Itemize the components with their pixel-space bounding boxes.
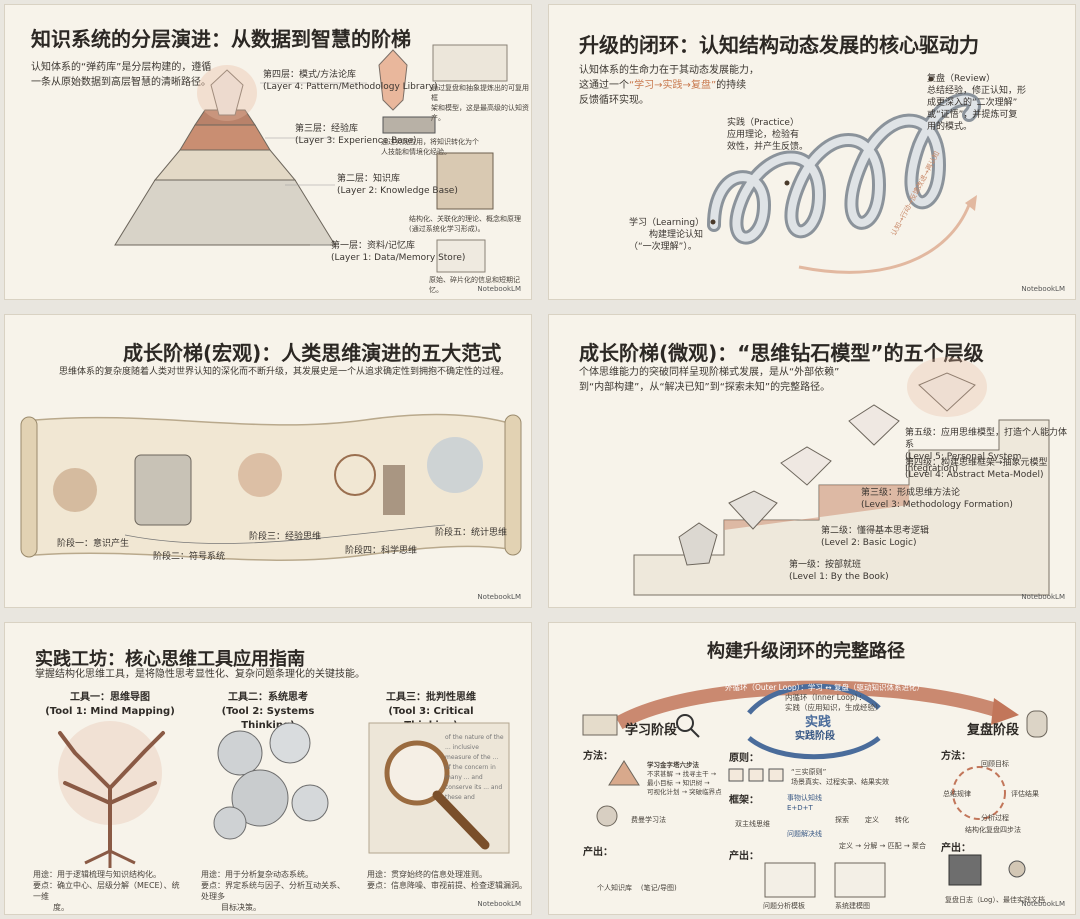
slide-subtitle: 个体思维能力的突破同样呈现阶梯式发展，是从“外部依赖” 到“内部构建”，从“解决… — [579, 367, 840, 393]
slide-title: 成长阶梯(微观)：“思维钻石模型”的五个层级 — [579, 341, 984, 365]
watermark: NotebookLM — [477, 593, 521, 601]
review-output: 复盘日志（Log）、最佳实践文档 — [945, 896, 1046, 904]
layer-4-label: 第四层：模式/方法论库 (Layer 4: Pattern/Methodolog… — [263, 70, 438, 92]
pyramid-illustration — [114, 44, 508, 273]
stage-1: 阶段一：意识产生 — [57, 539, 130, 549]
watermark: NotebookLM — [477, 285, 521, 293]
slide-title: 升级的闭环：认知结构动态发展的核心驱动力 — [579, 33, 979, 57]
explore-label: 探索 — [835, 816, 849, 824]
level-4: 第四级：构建思维框架→抽象元模型 (Level 4: Abstract Meta… — [905, 458, 1048, 480]
stairs-illustration — [633, 357, 1050, 596]
learn-method-label: 方法： — [583, 751, 613, 762]
spiral-illustration — [707, 76, 981, 274]
tool-2-title: 工具二：系统思考 (Tool 2: Systems Thinking) — [221, 692, 315, 731]
review-stage: 复盘阶段 — [967, 723, 1020, 738]
slide-knowledge-layers: 知识系统的分层演进：从数据到智慧的阶梯 认知体系的“弹药库”是分层构建的，遵循 … — [4, 4, 532, 300]
practice-big: 实践 — [805, 715, 832, 730]
stage-3: 阶段三：经验思维 — [249, 532, 322, 542]
tool-1-title: 工具一：思维导图 (Tool 1: Mind Mapping) — [45, 692, 175, 717]
review-output-label: 产出： — [941, 843, 971, 854]
principle-label: 原则： — [729, 753, 759, 764]
paper-text: of the nature of the ... inclusive measu… — [445, 734, 504, 801]
define-label: 定义 — [865, 816, 879, 824]
scroll-illustration — [20, 413, 522, 561]
feynman-label: 费曼学习法 — [631, 816, 666, 824]
layer-1-label: 第一层：资料/记忆库 (Layer 1: Data/Memory Store) — [331, 241, 466, 263]
review-summary: 总结规律 — [943, 790, 971, 798]
learn-output: 个人知识库 (笔记/导图) — [597, 884, 677, 892]
practice-output-label: 产出： — [729, 851, 759, 862]
slide-title: 构建升级闭环的完整路径 — [707, 641, 905, 662]
dual-line: 双主线思维 — [735, 820, 770, 828]
review-four-steps: 结构化复盘四步法 — [965, 826, 1021, 834]
slide-thinking-tools: 实践工坊：核心思维工具应用指南 掌握结构化思维工具，是将隐性思考显性化、复杂问题… — [4, 622, 532, 915]
watermark: NotebookLM — [1021, 900, 1065, 908]
level-3: 第三级：形成思维方法论 (Level 3: Methodology Format… — [861, 488, 1013, 510]
tool-3-desc: 用途：贯穿始终的信息处理准则。 要点：信息降噪、审视前提、检查逻辑漏洞。 — [367, 870, 527, 890]
layer-4-desc: 通过复盘和抽象提炼出的可复用框 架和模型，这是最高级的认知资产。 — [431, 84, 529, 122]
level-1: 第一级：按部就班 (Level 1: By the Book) — [789, 560, 889, 582]
slide-macro-growth: 成长阶梯(宏观)：人类思维演进的五大范式 思维体系的复杂度随着人类对世界认知的深… — [4, 314, 532, 608]
slide-upgrade-loop: 升级的闭环：认知结构动态发展的核心驱动力 认知体系的生命力在于其动态发展能力， … — [548, 4, 1076, 300]
slide-title: 成长阶梯(宏观)：人类思维演进的五大范式 — [123, 341, 502, 365]
review-analyze: 分析过程 — [981, 814, 1009, 822]
tools-illustration — [58, 721, 510, 868]
watermark: NotebookLM — [477, 900, 521, 908]
review-text: 复盘（Review） 总结经验，修正认知，形 成更深入的“二次理解” 或“证悟”… — [927, 74, 1027, 132]
stage-4: 阶段四：科学思维 — [345, 546, 418, 556]
learn-output-label: 产出： — [583, 847, 613, 858]
practice-output-1: 问题分析模板 — [763, 902, 805, 910]
practice-output-2: 系统建模图 — [835, 902, 870, 910]
path-illustration — [582, 680, 1048, 898]
watermark: NotebookLM — [1021, 593, 1065, 601]
tool-2-desc: 用途：用于分析复杂动态系统。 要点：界定系统与因子、分析互动关系、处理多 目标决… — [201, 870, 345, 912]
slide-title: 实践工坊：核心思维工具应用指南 — [35, 649, 305, 670]
learn-method-text: 学习金字塔六步法 不求甚解 → 找寻主干 → 最小目标 → 知识树 → 可视化计… — [647, 761, 722, 796]
layer-2-label: 第二层：知识库 (Layer 2: Knowledge Base) — [337, 174, 458, 196]
practice-text: 实践（Practice） 应用理论，检验有 效性，并产生反馈。 — [727, 118, 809, 152]
problem-flow: 定义 → 分解 → 匹配 → 聚合 — [839, 842, 926, 850]
review-goal: 回顾目标 — [981, 760, 1009, 768]
slide-subtitle: 认知体系的生命力在于其动态发展能力， 这通过一个“学习→实践→复盘”的持续 反馈… — [579, 65, 759, 106]
layer-2-desc: 结构化、关联化的理论、概念和原理 (通过系统化学习形成)。 — [409, 215, 521, 233]
slide-micro-growth: 成长阶梯(微观)：“思维钻石模型”的五个层级 个体思维能力的突破同样呈现阶梯式发… — [548, 314, 1076, 608]
layer-1-desc: 原始、碎片化的信息和短期记忆。 — [429, 276, 520, 294]
practice-stage: 实践阶段 — [795, 731, 835, 742]
tool-1-desc: 用途：用于逻辑梳理与知识结构化。 要点：确立中心、层级分解（MECE）、统一维 … — [33, 870, 180, 912]
watermark: NotebookLM — [1021, 285, 1065, 293]
framework-label: 框架： — [729, 795, 759, 806]
layer-3-desc: 通过实践应用，将知识转化为个 人技能和情境化经验。 — [381, 138, 479, 156]
slide-title: 知识系统的分层演进：从数据到智慧的阶梯 — [31, 27, 411, 51]
layer-3-label: 第三层：经验库 (Layer 3: Experience Base) — [295, 124, 417, 146]
thing-line: 事物认知线 E+D+T — [787, 794, 822, 812]
slide-subtitle: 思维体系的复杂度随着人类对世界认知的深化而不断升级，其发展史是一个从追求确定性到… — [59, 367, 510, 377]
level-2: 第二级：懂得基本思考逻辑 (Level 2: Basic Logic) — [821, 526, 930, 548]
slide-subtitle: 掌握结构化思维工具，是将隐性思考显性化、复杂问题条理化的关键技能。 — [35, 669, 365, 680]
principle-text: “三实原则” 场景真实、过程实录、结果实效 — [791, 768, 889, 786]
inner-loop-label: 内循环（Inner Loop）： 实践（应用知识，生成经验） — [785, 693, 883, 712]
stage-5: 阶段五：统计思维 — [435, 528, 508, 538]
slide-full-path: 构建升级闭环的完整路径 外循环（Outer Loop）：学习 ↔ 复盘（驱动知识… — [548, 622, 1076, 915]
problem-line: 问题解决线 — [787, 830, 822, 838]
learning-text: 学习（Learning） 构建理论认知 （“一次理解”）。 — [629, 218, 705, 252]
learn-stage: 学习阶段 — [625, 723, 678, 738]
slide-subtitle: 认知体系的“弹药库”是分层构建的，遵循 一条从原始数据到高层智慧的清晰路径。 — [31, 62, 212, 88]
level-5: 第五级：应用思维模型，打造个人能力体系 (Level 5: Personal S… — [905, 428, 1068, 474]
review-method-label: 方法： — [941, 751, 971, 762]
outer-loop-label: 外循环（Outer Loop）：学习 ↔ 复盘（驱动知识体系进化） — [725, 683, 924, 692]
review-eval: 评估结果 — [1011, 790, 1039, 798]
transform-label: 转化 — [895, 816, 909, 824]
stage-2: 阶段二：符号系统 — [153, 552, 226, 562]
